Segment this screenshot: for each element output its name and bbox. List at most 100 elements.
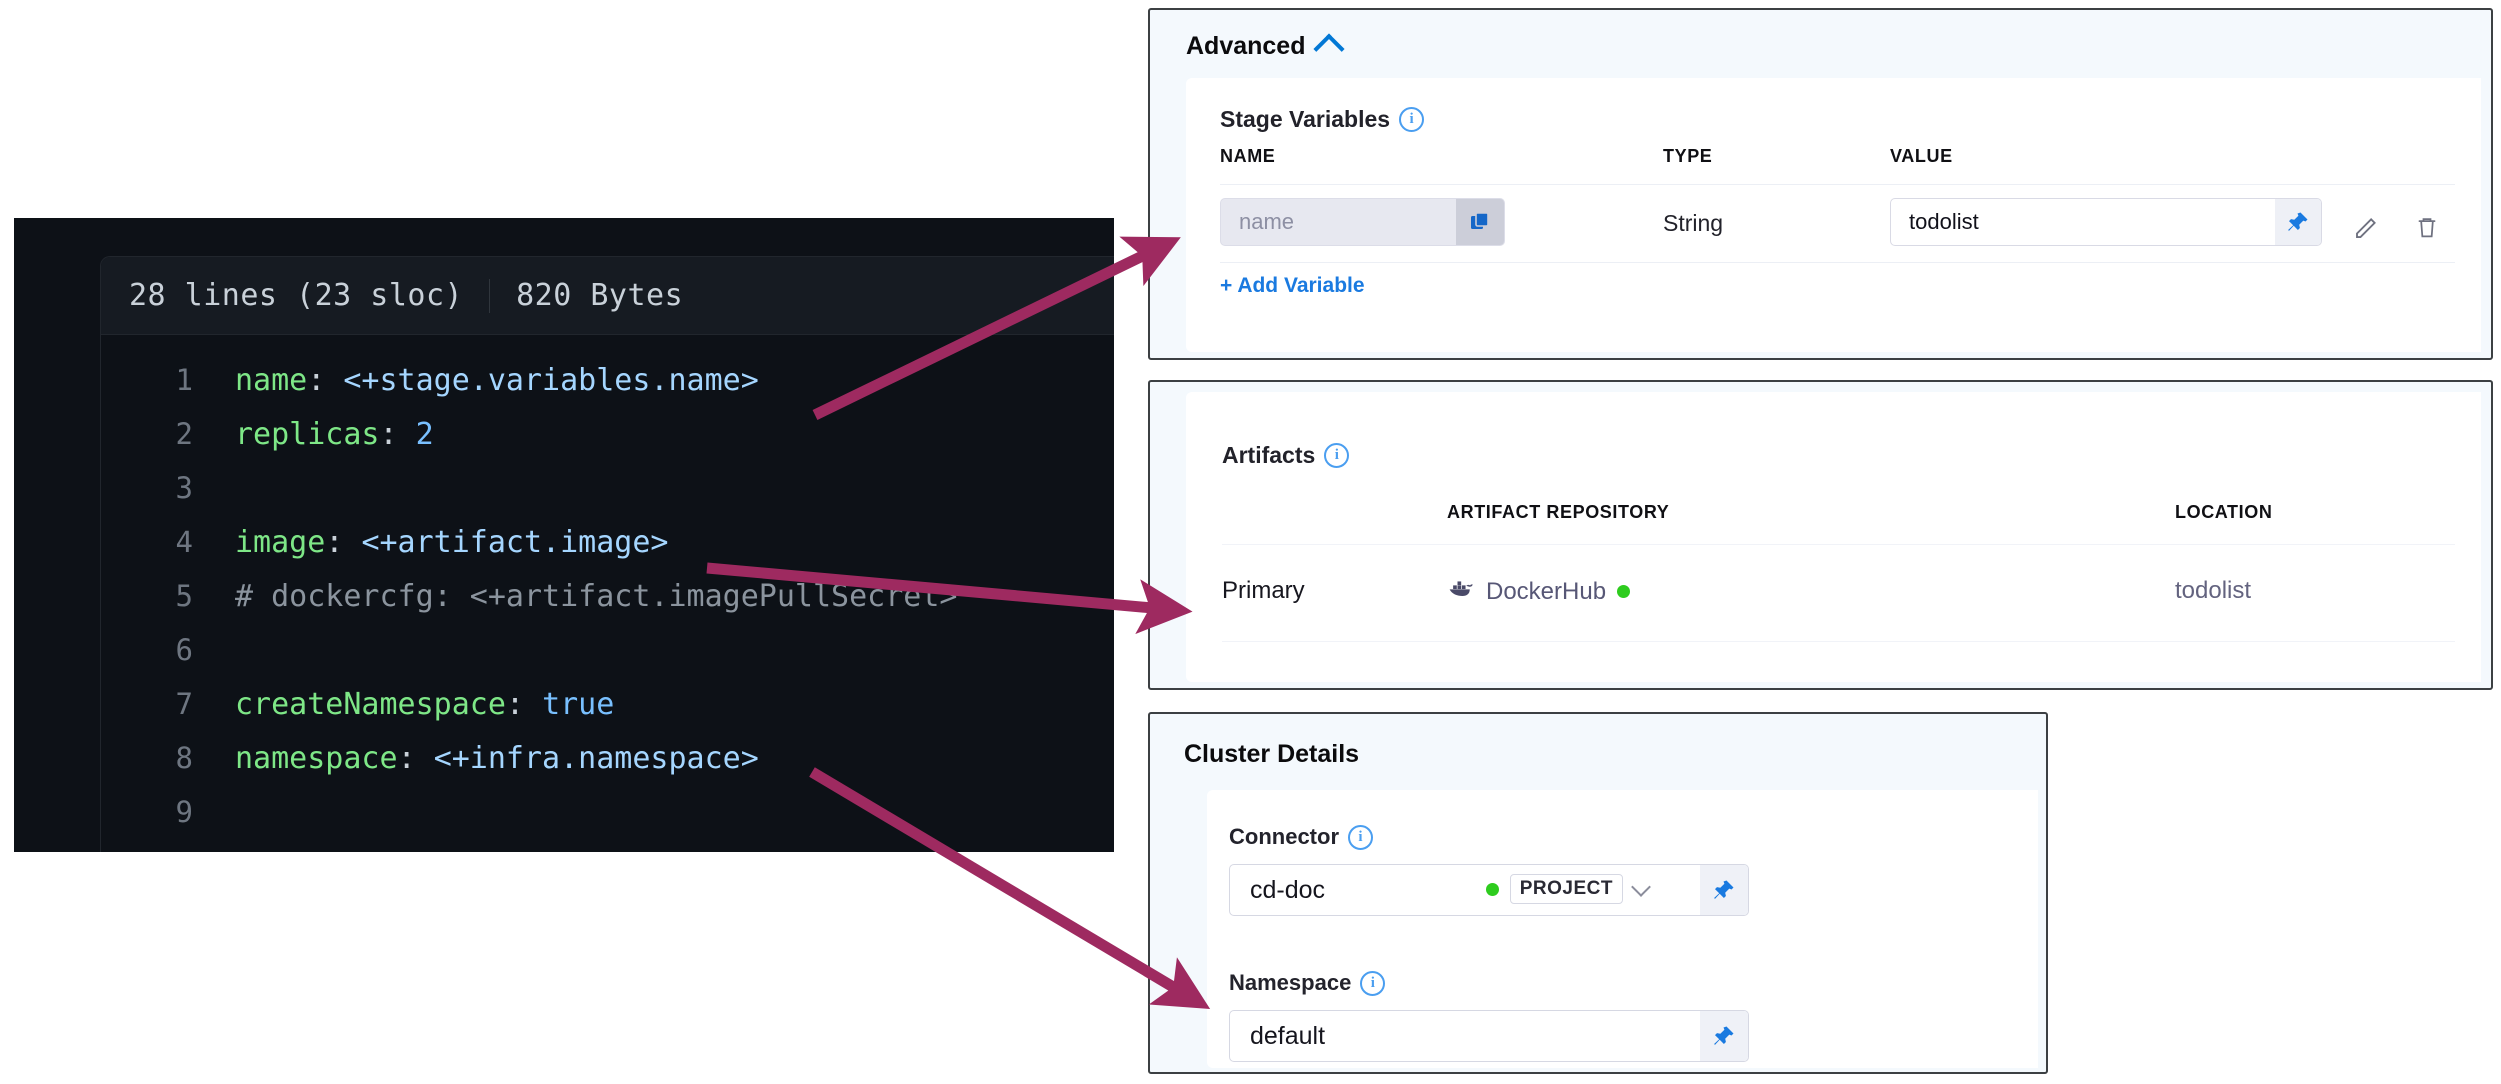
docker-icon [1447, 577, 1475, 606]
pin-icon[interactable] [1700, 1011, 1748, 1061]
artifacts-column-headers: ARTIFACT REPOSITORY LOCATION [1222, 502, 2455, 545]
code-token: namespace [235, 741, 398, 776]
code-token: 2 [415, 417, 434, 452]
code-line-text: replicas: 2 [193, 408, 434, 462]
code-line: 9 [101, 785, 1114, 839]
file-size: 820 Bytes [516, 278, 684, 313]
artifact-repository-cell[interactable]: DockerHub [1447, 577, 1631, 606]
code-token: true [542, 687, 615, 722]
cluster-details-body: Connector i cd-doc PROJECT Namespace i d… [1207, 790, 2038, 1068]
advanced-panel: Advanced Stage Variables i NAME TYPE VAL… [1148, 8, 2493, 360]
code-token: : [307, 363, 344, 398]
artifact-kind: Primary [1222, 577, 1305, 604]
namespace-input[interactable]: default [1229, 1010, 1749, 1062]
column-header-location: LOCATION [2175, 502, 2273, 522]
variable-name-placeholder: name [1239, 209, 1295, 234]
scope-badge: PROJECT [1509, 874, 1623, 904]
artifact-row: Primary DockerHub todolist [1222, 555, 2455, 642]
namespace-label-text: Namespace [1229, 970, 1352, 995]
code-line: 6 [101, 623, 1114, 677]
delete-icon[interactable] [2410, 210, 2444, 244]
code-token: replicas [235, 417, 380, 452]
column-header-name: NAME [1220, 146, 1276, 166]
stage-variables-label: Stage Variables [1220, 106, 1391, 132]
stage-variables-title: Stage Variables i [1220, 106, 1425, 133]
line-number: 7 [175, 687, 193, 721]
pin-icon[interactable] [1700, 865, 1748, 915]
meta-divider [489, 278, 491, 313]
code-line: 3 [101, 461, 1114, 515]
code-token: name [235, 363, 308, 398]
namespace-label: Namespace i [1229, 970, 1386, 996]
variable-value-input[interactable]: todolist [1890, 198, 2322, 246]
variable-type-value: String [1663, 210, 1724, 236]
code-token: <+artifact.image> [361, 525, 669, 560]
advanced-panel-body: Stage Variables i NAME TYPE VALUE name S… [1186, 78, 2481, 352]
info-icon[interactable]: i [1348, 824, 1373, 850]
variable-name-input[interactable]: name [1220, 198, 1505, 246]
connector-label: Connector i [1229, 824, 1373, 850]
line-number: 1 [175, 363, 193, 397]
code-line-text: name: <+stage.variables.name> [193, 354, 759, 408]
cluster-details-title: Cluster Details [1184, 740, 1360, 768]
advanced-title: Advanced [1186, 32, 1306, 60]
line-number: 2 [175, 417, 193, 451]
line-number: 3 [175, 471, 193, 505]
code-token: # dockercfg: <+artifact.imagePullSecret> [235, 579, 958, 614]
add-variable-button[interactable]: + Add Variable [1220, 274, 1365, 297]
artifacts-label: Artifacts [1222, 442, 1316, 468]
artifacts-panel: Artifacts i ARTIFACT REPOSITORY LOCATION… [1148, 380, 2493, 690]
variable-value-text: todolist [1909, 209, 1979, 234]
chevron-down-icon[interactable] [1631, 876, 1651, 897]
code-token: : [379, 417, 416, 452]
stage-variables-column-headers: NAME TYPE VALUE [1220, 146, 2455, 185]
namespace-value: default [1250, 1021, 1326, 1050]
line-number: 5 [175, 579, 193, 613]
code-token: <+infra.namespace> [433, 741, 759, 776]
code-token: <+stage.variables.name> [343, 363, 759, 398]
code-token: createNamespace [235, 687, 506, 722]
artifacts-title: Artifacts i [1222, 442, 1350, 469]
line-number: 8 [175, 741, 193, 775]
code-line-text: createNamespace: true [193, 678, 614, 732]
pin-icon[interactable] [2275, 199, 2321, 245]
connector-label-text: Connector [1229, 824, 1339, 849]
code-token: : [505, 687, 543, 722]
code-token: image [235, 525, 326, 560]
info-icon[interactable]: i [1324, 443, 1350, 468]
copy-icon[interactable] [1456, 199, 1504, 245]
code-token: : [397, 741, 434, 776]
connector-scope-group[interactable]: PROJECT [1485, 874, 1651, 904]
column-header-type: TYPE [1663, 146, 1713, 166]
file-line-count: 28 lines (23 sloc) [129, 278, 464, 313]
artifact-repository-name: DockerHub [1486, 577, 1607, 605]
edit-icon[interactable] [2350, 210, 2384, 244]
cluster-details-header: Cluster Details [1184, 740, 1359, 769]
code-line-text: # dockercfg: <+artifact.imagePullSecret> [193, 570, 957, 624]
code-line: 5 # dockercfg: <+artifact.imagePullSecret… [101, 569, 1114, 623]
cluster-details-panel: Cluster Details Connector i cd-doc PROJE… [1148, 712, 2048, 1074]
line-number: 9 [175, 795, 193, 829]
line-number: 6 [175, 633, 193, 667]
code-line-text: namespace: <+infra.namespace> [193, 732, 759, 786]
artifacts-panel-body: Artifacts i ARTIFACT REPOSITORY LOCATION… [1186, 392, 2481, 682]
code-token: : [325, 525, 362, 560]
status-dot-icon [1617, 585, 1631, 598]
info-icon[interactable]: i [1399, 107, 1425, 132]
advanced-section-header[interactable]: Advanced [1186, 32, 1346, 65]
chevron-up-icon[interactable] [1313, 32, 1346, 65]
info-icon[interactable]: i [1360, 970, 1386, 996]
column-header-value: VALUE [1890, 146, 1953, 166]
artifact-location: todolist [2175, 577, 2252, 604]
status-dot-icon [1485, 882, 1499, 896]
connector-input[interactable]: cd-doc PROJECT [1229, 864, 1749, 916]
code-line-text: image: <+artifact.image> [193, 516, 668, 570]
column-header-artifact-repository: ARTIFACT REPOSITORY [1447, 502, 1670, 522]
